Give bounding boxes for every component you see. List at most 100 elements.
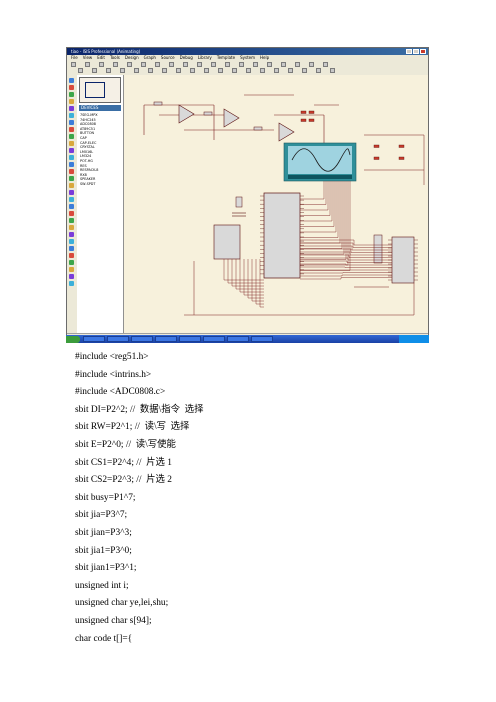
mode-tool-button[interactable] (69, 204, 74, 209)
toolbar-button[interactable] (106, 68, 111, 73)
device-list-item[interactable]: RESPACK-8 (80, 168, 99, 173)
taskbar-item[interactable] (251, 336, 273, 342)
mode-tool-button[interactable] (69, 134, 74, 139)
toolbar-button[interactable] (204, 68, 209, 73)
toolbar-button[interactable] (71, 62, 76, 67)
maximize-icon[interactable] (413, 49, 419, 54)
mode-tool-button[interactable] (69, 92, 74, 97)
device-list-item[interactable]: 7SEG-MPX (80, 113, 98, 117)
device-list-item[interactable]: CAP-ELEC (80, 140, 97, 145)
mode-tool-button[interactable] (69, 99, 74, 104)
menu-item-tools[interactable]: Tools (109, 55, 120, 60)
toolbar-button[interactable] (169, 62, 174, 67)
mode-tool-button[interactable] (69, 246, 74, 251)
minimize-icon[interactable] (406, 49, 412, 54)
mode-tool-button[interactable] (69, 148, 74, 153)
toolbar-button[interactable] (78, 68, 83, 73)
toolbar-button[interactable] (274, 68, 279, 73)
menu-item-library[interactable]: Library (197, 55, 212, 60)
taskbar-item[interactable] (83, 336, 105, 342)
mode-tool-button[interactable] (69, 162, 74, 167)
taskbar-item[interactable] (227, 336, 249, 342)
mode-tool-button[interactable] (69, 78, 74, 83)
toolbar-button[interactable] (309, 62, 314, 67)
toolbar-button[interactable] (183, 62, 188, 67)
toolbar-button[interactable] (85, 62, 90, 67)
device-list-item[interactable]: AT89C51 (80, 126, 96, 131)
menu-item-design[interactable]: Design (124, 55, 139, 60)
toolbar-button[interactable] (253, 62, 258, 67)
mode-tool-button[interactable] (69, 211, 74, 216)
toolbar-button[interactable] (162, 68, 167, 73)
toolbar-button[interactable] (176, 68, 181, 73)
toolbar-button[interactable] (197, 62, 202, 67)
toolbar-button[interactable] (120, 68, 125, 73)
toolbar-button[interactable] (239, 62, 244, 67)
mode-tool-button[interactable] (69, 85, 74, 90)
toolbar-button[interactable] (295, 62, 300, 67)
mode-tool-button[interactable] (69, 267, 74, 272)
menu-item-edit[interactable]: Edit (97, 55, 105, 60)
device-list-item[interactable]: CAP (80, 135, 87, 140)
taskbar-item[interactable] (179, 336, 201, 342)
mode-tool-button[interactable] (69, 169, 74, 174)
device-list-item[interactable]: SPEAKER (80, 177, 96, 182)
mode-tool-button[interactable] (69, 281, 74, 286)
device-list-item[interactable]: LM324 (80, 154, 92, 159)
toolbar-button[interactable] (211, 62, 216, 67)
toolbar-button[interactable] (232, 68, 237, 73)
mode-tool-button[interactable] (69, 155, 74, 160)
mode-tool-button[interactable] (69, 225, 74, 230)
toolbar-button[interactable] (302, 68, 307, 73)
device-list-item[interactable]: RES (80, 163, 87, 168)
device-list-item[interactable]: ADC0808 (80, 122, 96, 127)
toolbar-button[interactable] (134, 68, 139, 73)
system-tray[interactable] (399, 335, 429, 343)
mode-tool-button[interactable] (69, 127, 74, 132)
mode-tool-button[interactable] (69, 239, 74, 244)
menu-item-template[interactable]: Template (216, 55, 236, 60)
taskbar-item[interactable] (155, 336, 177, 342)
mode-tool-button[interactable] (69, 253, 74, 258)
mode-tool-button[interactable] (69, 232, 74, 237)
toolbar-button[interactable] (267, 62, 272, 67)
overview-preview[interactable] (79, 77, 121, 103)
toolbar-button[interactable] (260, 68, 265, 73)
mode-tool-button[interactable] (69, 197, 74, 202)
mode-tool-button[interactable] (69, 141, 74, 146)
toolbar-button[interactable] (218, 68, 223, 73)
device-list-item[interactable]: 74HC245 (80, 117, 96, 122)
mode-tool-button[interactable] (69, 274, 74, 279)
toolbar-button[interactable] (323, 62, 328, 67)
device-list-item[interactable]: RX8 (80, 172, 87, 177)
menu-item-source[interactable]: Source (160, 55, 175, 60)
start-button[interactable] (66, 335, 80, 343)
taskbar-item[interactable] (107, 336, 129, 342)
menu-item-debug[interactable]: Debug (179, 55, 193, 60)
toolbar-button[interactable] (330, 68, 335, 73)
taskbar-item[interactable] (203, 336, 225, 342)
toolbar-button[interactable] (281, 62, 286, 67)
close-icon[interactable] (420, 49, 426, 54)
device-list-item[interactable]: BUTTON (80, 131, 95, 136)
toolbar-button[interactable] (246, 68, 251, 73)
menu-item-system[interactable]: System (240, 55, 255, 60)
mode-tool-button[interactable] (69, 260, 74, 265)
toolbar-button[interactable] (190, 68, 195, 73)
toolbar-button[interactable] (316, 68, 321, 73)
menu-item-help[interactable]: Help (260, 55, 270, 60)
device-list-item[interactable]: CRYSTAL (80, 145, 95, 150)
toolbar-button[interactable] (141, 62, 146, 67)
schematic-canvas[interactable] (124, 75, 428, 334)
device-list-item[interactable]: SW-SPDT (80, 181, 96, 186)
mode-tool-button[interactable] (69, 120, 74, 125)
device-list-item[interactable]: POT-HG (80, 158, 93, 163)
toolbar-button[interactable] (113, 62, 118, 67)
toolbar-button[interactable] (127, 62, 132, 67)
mode-tool-button[interactable] (69, 106, 74, 111)
mode-tool-button[interactable] (69, 218, 74, 223)
menu-item-graph[interactable]: Graph (143, 55, 156, 60)
toolbar-button[interactable] (148, 68, 153, 73)
menu-item-view[interactable]: View (82, 55, 93, 60)
toolbar-button[interactable] (155, 62, 160, 67)
